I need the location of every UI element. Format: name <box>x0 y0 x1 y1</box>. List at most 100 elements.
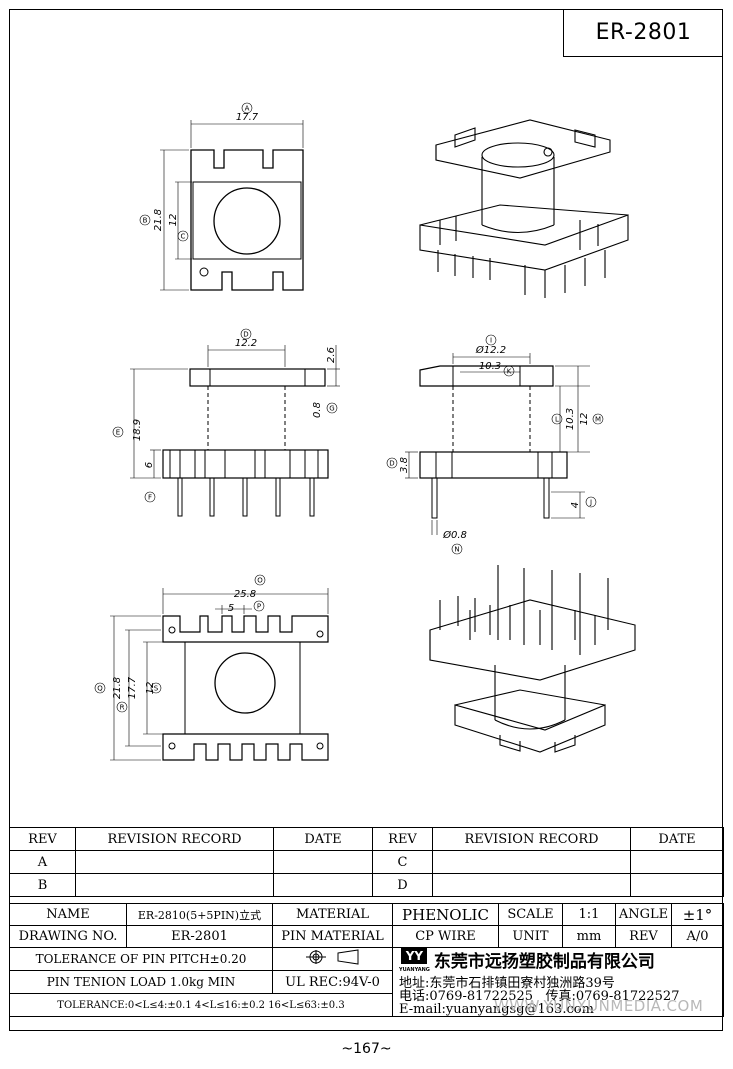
dim-bot-o: 25.8 <box>234 589 256 600</box>
date-cell <box>630 850 724 874</box>
third-angle-projection-icon <box>305 949 358 965</box>
angle-value: ±1° <box>671 903 724 926</box>
rev-label: REV <box>615 925 672 948</box>
svg-text:K: K <box>507 368 512 376</box>
dim-bot-r: 17.7 <box>127 676 138 699</box>
svg-text:L: L <box>555 416 559 424</box>
drawing-title: ER-2801 <box>563 9 723 57</box>
watermark: WWW.YUNXUNMEDIA.COM <box>494 997 704 1015</box>
svg-text:D: D <box>243 331 248 339</box>
balloon-i: I <box>485 334 497 346</box>
svg-text:C: C <box>181 233 186 241</box>
balloon-n: N <box>451 543 463 555</box>
svg-text:M: M <box>595 416 601 424</box>
company-name: 东莞市远扬塑胶制品有限公司 <box>433 952 655 972</box>
balloon-m: M <box>592 413 604 425</box>
rev-value: A/0 <box>671 925 724 948</box>
svg-text:I: I <box>490 337 492 345</box>
balloon-b: B <box>139 214 151 226</box>
date-header: DATE <box>273 827 373 851</box>
dim-side-d: 3.8 <box>399 457 410 473</box>
material-value: PHENOLIC <box>392 903 499 926</box>
svg-text:B: B <box>143 217 148 225</box>
svg-text:G: G <box>329 405 334 413</box>
dim-top-b: 21.8 <box>153 209 164 231</box>
rev-header: REV <box>9 827 76 851</box>
revision-cell <box>75 873 274 897</box>
revision-cell <box>432 873 631 897</box>
drawing-no-label: DRAWING NO. <box>9 925 127 948</box>
balloon-f: F <box>144 491 156 503</box>
side-view <box>405 353 590 535</box>
balloon-r: R <box>116 701 128 713</box>
material-label: MATERIAL <box>272 903 393 926</box>
drawing-sheet <box>9 9 723 1031</box>
dim-bot-s: 12 <box>145 682 156 695</box>
isometric-view-top <box>419 119 629 298</box>
balloon-s: S <box>150 682 162 694</box>
balloon-d2: D <box>386 457 398 469</box>
rev-header-2: REV <box>372 827 433 851</box>
dim-front-f: 6 <box>144 462 155 468</box>
dim-front-h: 2.6 <box>326 347 337 363</box>
balloon-o: O <box>254 574 266 586</box>
name-label: NAME <box>9 903 127 926</box>
revision-cell <box>432 850 631 874</box>
dim-side-n: Ø0.8 <box>442 529 467 541</box>
date-cell <box>273 873 373 897</box>
dim-bot-q: 21.8 <box>112 677 123 699</box>
scale-label: SCALE <box>498 903 563 926</box>
unit-label: UNIT <box>498 925 563 948</box>
dim-side-j: 4 <box>570 502 581 508</box>
name-value: ER-2810(5+5PIN)立式 <box>126 903 273 926</box>
revision-cell <box>75 850 274 874</box>
svg-text:O: O <box>257 577 263 585</box>
svg-text:R: R <box>120 704 125 712</box>
rev-row-a: A <box>9 850 76 874</box>
title-block-table: NAME ER-2810(5+5PIN)立式 MATERIAL PHENOLIC… <box>9 903 724 1017</box>
svg-text:F: F <box>148 494 152 502</box>
date-cell <box>630 873 724 897</box>
isometric-view-bottom <box>429 565 636 753</box>
dim-top-a: 17.7 <box>236 112 259 123</box>
balloon-j: J <box>585 496 597 508</box>
dim-bot-p: 5 <box>228 603 234 614</box>
balloon-d: D <box>240 328 252 340</box>
date-header-2: DATE <box>630 827 724 851</box>
balloon-c: C <box>177 230 189 242</box>
balloon-k: K <box>503 365 515 377</box>
company-email: E-mail:yuanyangsg@163.com <box>399 1002 594 1017</box>
svg-text:P: P <box>257 603 261 611</box>
svg-text:A: A <box>245 105 250 113</box>
balloon-g: G <box>326 402 338 414</box>
company-fax: 传真:0769-81722527 <box>545 989 680 1004</box>
date-cell <box>273 850 373 874</box>
revision-table: REV REVISION RECORD DATE REV REVISION RE… <box>9 827 724 897</box>
dim-top-c: 12 <box>168 214 179 227</box>
company-address: 地址:东莞市石排镇田寮村独洲路39号 <box>399 976 615 991</box>
svg-text:S: S <box>154 685 159 693</box>
unit-value: mm <box>562 925 616 948</box>
pin-tension-load: PIN TENION LOAD 1.0kg MIN <box>9 970 273 994</box>
balloon-l: L <box>551 413 563 425</box>
ul-rating: UL REC:94V-0 <box>272 970 393 994</box>
front-view <box>130 345 340 517</box>
technical-drawing: 17.7 21.8 12 A B C <box>94 102 636 761</box>
balloon-e: E <box>112 426 124 438</box>
company-logo-icon: YY YUANYANG <box>399 948 430 973</box>
svg-text:N: N <box>454 546 459 554</box>
top-view <box>160 120 304 291</box>
dim-side-i: Ø12.2 <box>475 344 506 356</box>
svg-text:Q: Q <box>97 685 103 693</box>
scale-value: 1:1 <box>562 903 616 926</box>
projection-symbol <box>272 947 393 971</box>
pin-material-label: PIN MATERIAL <box>272 925 393 948</box>
svg-text:J: J <box>589 499 592 507</box>
rev-row-b: B <box>9 873 76 897</box>
balloon-p: P <box>253 600 265 612</box>
dim-side-k: 10.3 <box>479 361 501 372</box>
revision-record-header-2: REVISION RECORD <box>432 827 631 851</box>
dim-front-d: 12.2 <box>235 338 257 349</box>
page-number: ~167~ <box>341 1041 392 1057</box>
rev-row-d: D <box>372 873 433 897</box>
